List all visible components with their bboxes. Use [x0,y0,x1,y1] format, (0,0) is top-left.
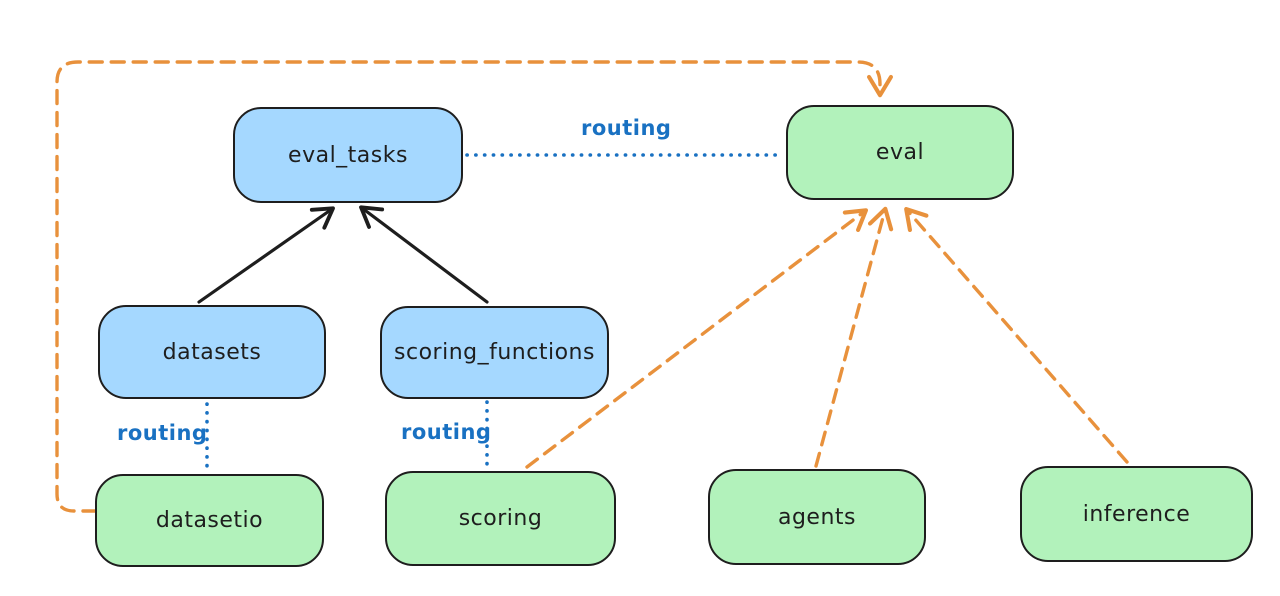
node-scoring-label: scoring [458,506,543,531]
routing-label-scoringfunctions-scoring: routing [401,420,492,444]
node-inference-label: inference [1082,501,1191,527]
routing-label-datasets-datasetio: routing [117,421,208,445]
node-scoring: scoring [385,471,616,566]
node-datasetio-label: datasetio [155,508,264,533]
node-agents: agents [708,469,926,565]
edge-scoringfunctions-evaltasks [359,205,489,304]
edge-agents-eval [814,206,894,468]
node-eval-tasks: eval_tasks [233,107,463,203]
node-datasets: datasets [98,305,326,399]
node-scoring-functions-label: scoring_functions [394,340,595,365]
edge-datasetio-eval-loop [55,60,893,513]
node-eval-label: eval [875,140,925,165]
node-datasetio: datasetio [95,474,324,567]
routing-label-evaltasks-eval: routing [581,116,672,140]
edge-datasets-evaltasks [197,206,335,304]
node-inference: inference [1020,466,1253,562]
edge-inference-eval [904,207,1129,464]
node-scoring-functions: scoring_functions [380,306,609,399]
node-eval: eval [786,105,1014,200]
node-eval-tasks-label: eval_tasks [288,142,408,168]
node-agents-label: agents [777,504,856,530]
edge-scoring-eval [525,208,869,469]
node-datasets-label: datasets [162,339,262,365]
